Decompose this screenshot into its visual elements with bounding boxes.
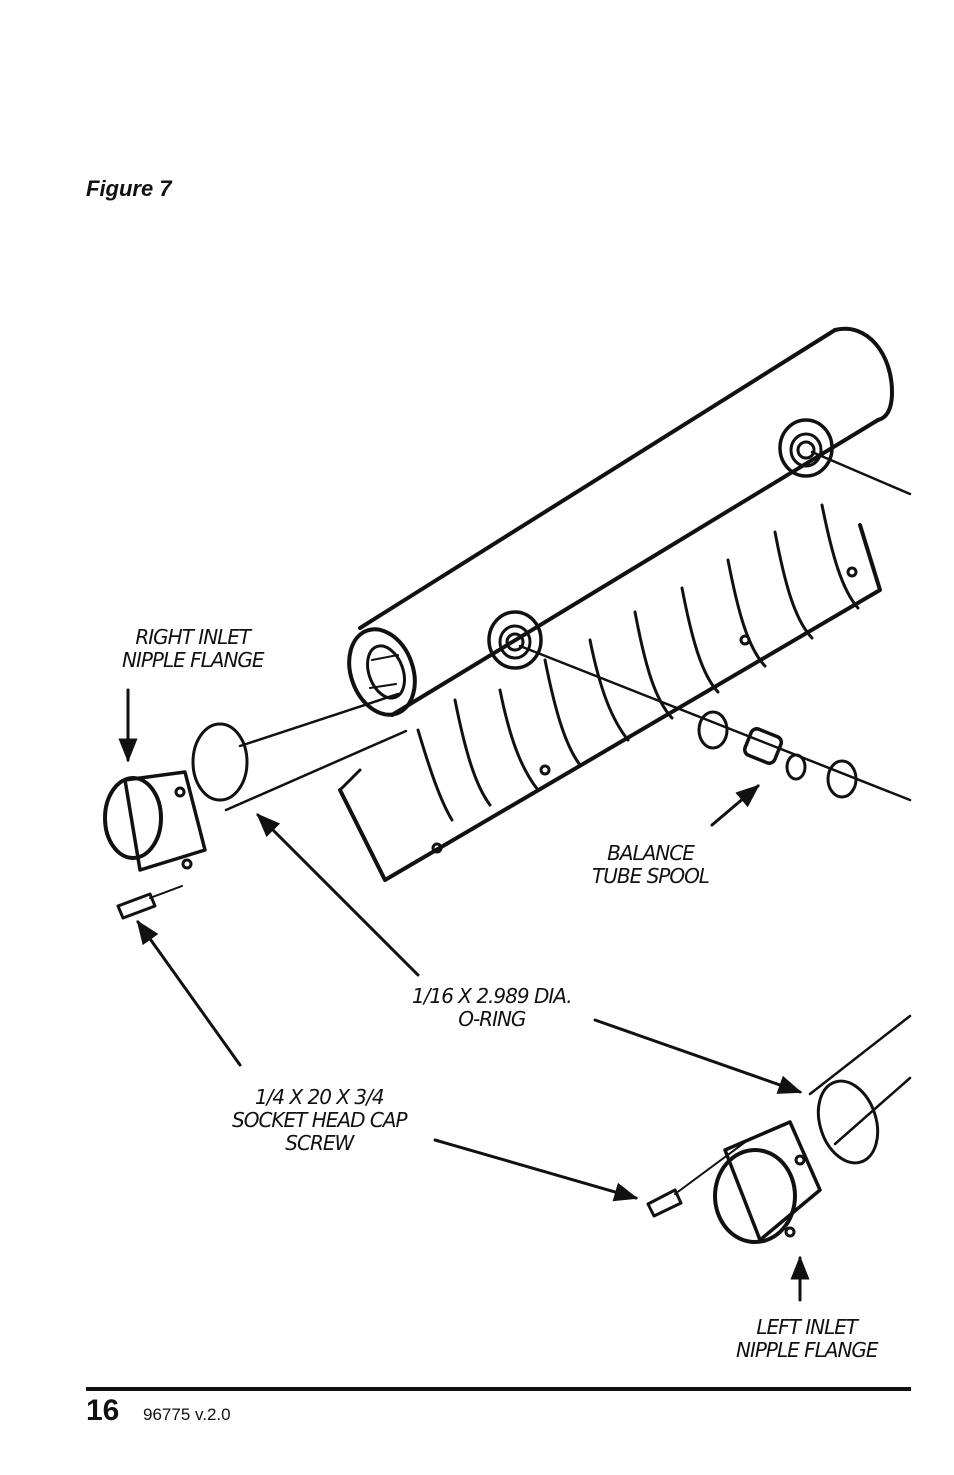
callout-balance-tube-spool: BALANCE TUBE SPOOL — [592, 841, 710, 888]
callout-line: 1/4 X 20 X 3/4 — [254, 1085, 385, 1109]
footer-rule — [86, 1387, 911, 1391]
callout-line: RIGHT INLET — [135, 625, 251, 649]
plenum-tube — [347, 326, 894, 717]
callout-line: LEFT INLET — [756, 1315, 858, 1339]
callout-line: NIPPLE FLANGE — [122, 648, 265, 672]
manifold-base-flange — [338, 523, 882, 882]
callout-line: BALANCE — [607, 841, 695, 865]
callout-leader-lines — [118, 688, 810, 1302]
callout-line: SOCKET HEAD CAP — [232, 1108, 408, 1132]
right-inlet-assembly — [103, 692, 408, 920]
callout-line: 1/16 X 2.989 DIA. — [412, 984, 573, 1008]
callout-line: SCREW — [285, 1131, 354, 1155]
balance-tube-spool — [697, 710, 858, 799]
callout-left-inlet-nipple-flange: LEFT INLET NIPPLE FLANGE — [736, 1315, 879, 1362]
callout-line: O-RING — [458, 1007, 526, 1031]
balance-tube-port — [487, 610, 543, 670]
callout-line: NIPPLE FLANGE — [736, 1338, 879, 1362]
callout-right-inlet-nipple-flange: RIGHT INLET NIPPLE FLANGE — [122, 625, 265, 672]
figure-caption: Figure 7 — [86, 176, 172, 201]
doc-version: 96775 v.2.0 — [143, 1405, 231, 1424]
callout-line: TUBE SPOOL — [592, 864, 710, 888]
left-inlet-assembly — [646, 1014, 912, 1244]
balance-tube-port — [778, 418, 834, 478]
page-number: 16 — [86, 1394, 120, 1427]
callout-socket-head-cap-screw: 1/4 X 20 X 3/4 SOCKET HEAD CAP SCREW — [232, 1085, 408, 1155]
callout-o-ring: 1/16 X 2.989 DIA. O-RING — [412, 984, 573, 1031]
